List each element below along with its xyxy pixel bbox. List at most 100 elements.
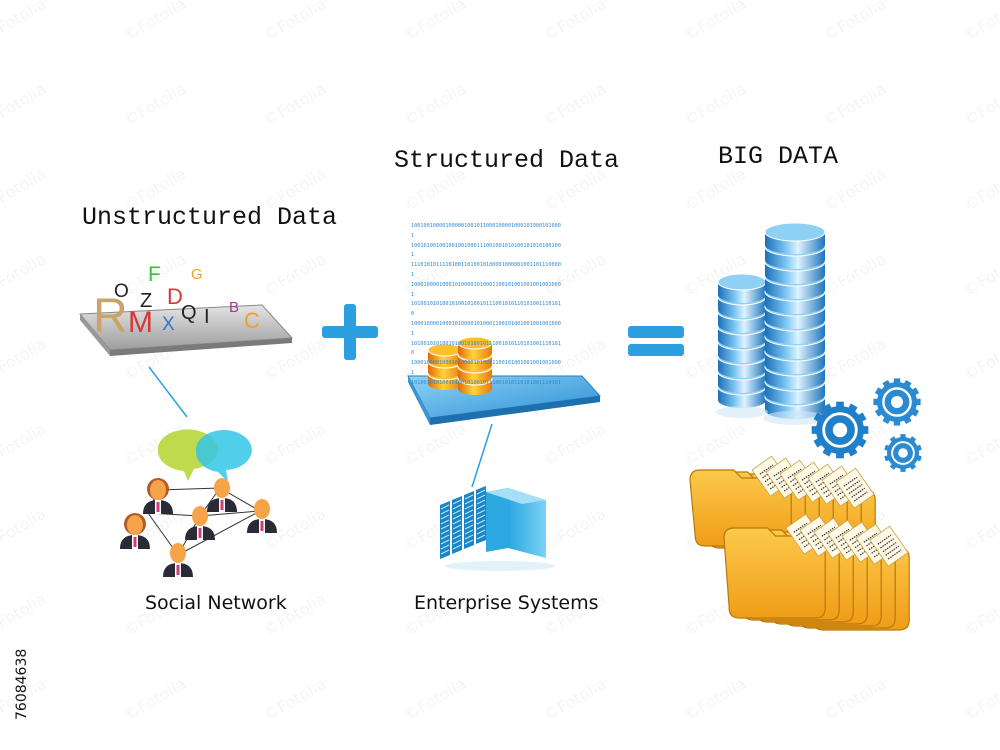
folder-shape <box>882 541 897 553</box>
folder-shape <box>877 534 892 545</box>
blue-disk-shape <box>765 236 825 254</box>
folder-shape <box>807 524 822 535</box>
letter-i: I <box>204 306 210 328</box>
letter-m: M <box>128 306 153 339</box>
person-shape <box>247 499 277 533</box>
letter-r: R <box>93 290 128 343</box>
server-shape <box>445 561 555 571</box>
binary-row: 1010010101001010010100101110010101101010… <box>411 301 561 318</box>
person-shape <box>127 515 143 535</box>
server-shape <box>452 514 462 520</box>
server-shape <box>440 529 450 535</box>
server-shape <box>440 504 450 510</box>
server-shape <box>464 509 474 515</box>
person-shape <box>207 478 237 512</box>
server-shape <box>440 549 450 555</box>
person-shape <box>260 521 264 531</box>
gold-disk-shape <box>428 354 462 366</box>
server-shape <box>452 504 462 510</box>
gear-shape <box>822 412 858 448</box>
blue-disk-shape <box>763 411 827 425</box>
blue-disk-shape <box>765 266 825 284</box>
folder-shape <box>880 538 894 549</box>
folder-shape <box>849 530 864 541</box>
server-shape <box>452 499 462 505</box>
person-shape <box>254 499 270 519</box>
server-shape <box>452 529 462 535</box>
server-shape <box>464 529 474 535</box>
folder-shape <box>885 545 900 556</box>
server-shape <box>464 494 474 500</box>
gear-shape <box>891 396 903 408</box>
blue-disk-shape <box>718 332 766 348</box>
binary-row: 1010010101001010010100101110010101101010… <box>411 379 561 390</box>
gold-disk-shape <box>428 366 462 378</box>
gear-shape <box>898 448 908 458</box>
heading-big-data: BIG DATA <box>718 142 839 171</box>
blue-disk-shape <box>716 406 768 418</box>
heading-unstructured-data: Unstructured Data <box>82 203 338 232</box>
binary-row: 1010010101001010010100101110010101101010… <box>411 340 561 357</box>
binary-row: 1001010010010010010001110010010101001010… <box>411 242 561 259</box>
blue-disk-shape <box>718 302 766 318</box>
person-shape <box>163 543 193 577</box>
server-shape <box>452 524 462 530</box>
server-shape <box>440 509 450 515</box>
letter-g: G <box>191 266 203 283</box>
gold-disk-shape <box>428 378 462 390</box>
folder-shape <box>869 525 909 567</box>
server-shape <box>452 539 462 545</box>
folder-shape <box>887 549 902 560</box>
server-shape <box>464 514 474 520</box>
blue-disk-shape <box>718 362 766 378</box>
blue-disk-shape <box>718 287 766 303</box>
server-shape <box>464 519 474 525</box>
blue-disk-shape <box>718 377 766 393</box>
letter-o: O <box>114 281 129 302</box>
server-shape <box>486 488 546 504</box>
blue-disk-shape <box>718 392 766 408</box>
letter-z: Z <box>140 290 153 312</box>
server-shape <box>464 504 474 510</box>
server-shape <box>476 519 486 525</box>
server-shape <box>464 499 474 505</box>
blue-disk-shape <box>764 222 826 242</box>
server-shape <box>476 534 486 540</box>
blue-disk-shape <box>718 347 766 363</box>
gold-disk-shape <box>458 359 492 371</box>
server-shape <box>476 524 486 530</box>
folder-shape <box>835 467 875 509</box>
person-shape <box>133 537 137 547</box>
blue-disk-shape <box>765 371 825 389</box>
binary-row: 1110101011110100110100101000010000010011… <box>411 262 561 278</box>
gears-icon <box>811 378 922 472</box>
server-shape <box>508 488 546 558</box>
server-shape <box>476 499 486 505</box>
folder-shape <box>863 532 878 543</box>
folder-shape <box>846 480 860 491</box>
server-shape <box>452 544 462 550</box>
heading-structured-data: Structured Data <box>394 146 620 175</box>
folder-shape <box>759 464 774 475</box>
blue-disk-shape <box>765 251 825 269</box>
person-shape <box>185 506 215 540</box>
binary-row: 1000100001000101000010100011001010010010… <box>411 281 561 298</box>
server-shape <box>476 509 486 515</box>
stock-id-label: 76084638 <box>14 649 30 720</box>
server-shape <box>440 524 450 530</box>
gear-shape <box>884 434 922 472</box>
server-shape <box>452 509 462 515</box>
folder-shape <box>773 466 788 477</box>
folders-icon <box>689 455 910 631</box>
gold-database-icon <box>427 336 493 395</box>
blue-disk-shape <box>765 386 825 404</box>
gear-shape <box>891 441 915 465</box>
blue-disk-shape <box>765 296 825 314</box>
gold-disk-shape <box>458 347 492 359</box>
blue-disk-shape <box>718 317 766 333</box>
blue-disk-shape <box>765 326 825 344</box>
server-shape <box>440 544 450 550</box>
person-shape <box>214 478 230 498</box>
gear-shape <box>873 378 921 426</box>
letter-f: F <box>148 263 161 286</box>
